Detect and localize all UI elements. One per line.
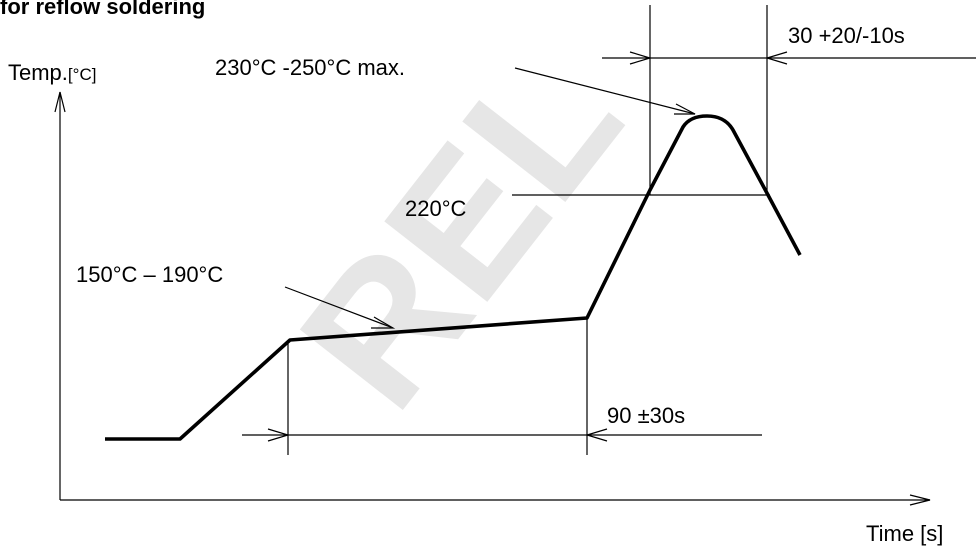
y-axis-label: Temp.[°C] bbox=[8, 60, 96, 85]
peak-leader-arrowhead bbox=[674, 103, 696, 115]
preheat-right-arrowhead bbox=[584, 428, 608, 442]
axes bbox=[54, 91, 931, 506]
y-axis-unit: [°C] bbox=[68, 65, 97, 84]
preheat-time-dimension: 90 ±30s bbox=[242, 318, 762, 455]
diagram-title: for reflow soldering bbox=[0, 0, 205, 19]
time-above-liquidus-dimension: 30 +20/-10s bbox=[602, 5, 976, 195]
y-axis-arrowhead bbox=[54, 91, 66, 113]
x-axis-arrowhead bbox=[909, 494, 931, 506]
tal-right-arrowhead bbox=[764, 51, 788, 65]
preheat-left-arrowhead bbox=[267, 428, 291, 442]
x-axis-label: Time [s] bbox=[866, 521, 943, 546]
preheat-leader-arrowhead bbox=[371, 316, 396, 329]
time-above-liquidus-label: 30 +20/-10s bbox=[788, 23, 905, 48]
temperature-profile-curve bbox=[105, 114, 802, 441]
y-axis-label-text: Temp. bbox=[8, 60, 68, 85]
peak-temp-label: 230°C -250°C max. bbox=[215, 55, 405, 80]
preheat-temp-label: 150°C – 190°C bbox=[76, 262, 223, 287]
preheat-leader-line bbox=[284, 286, 394, 329]
preheat-time-label: 90 ±30s bbox=[607, 403, 685, 428]
tal-left-arrowhead bbox=[629, 51, 653, 65]
peak-leader-line bbox=[514, 67, 696, 115]
liquidus-temp-label: 220°C bbox=[405, 196, 467, 221]
